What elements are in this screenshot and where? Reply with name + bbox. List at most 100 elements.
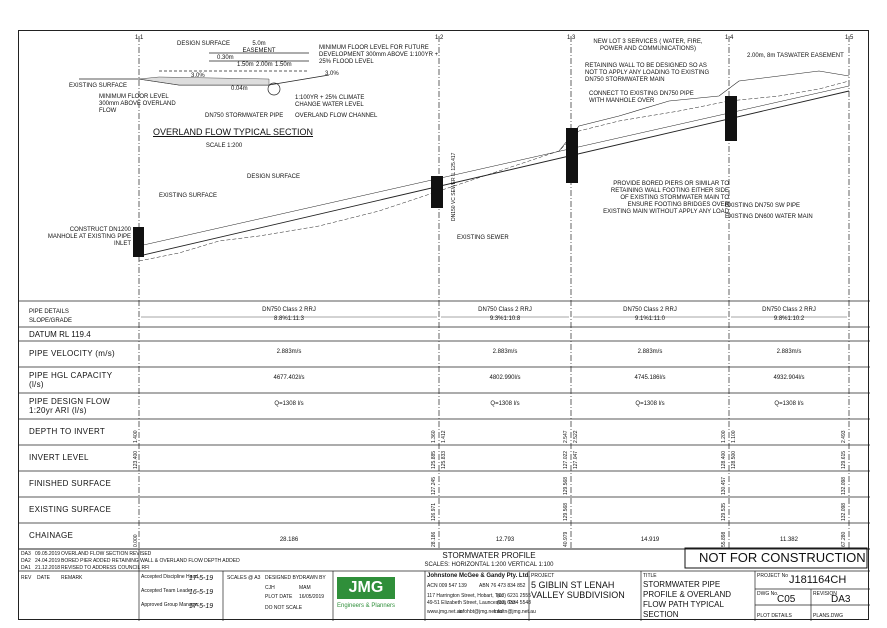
section-dim-c: 1.50m (275, 62, 292, 68)
drawn-by-label: DRAWN BY (299, 575, 326, 581)
station-finished: 132.098 (841, 476, 847, 495)
existing-sewer-note: EXISTING SEWER (457, 235, 509, 241)
segment-capacity: 4802.990l/s (489, 375, 521, 381)
signature-date-1: 17-5-19 (189, 575, 214, 582)
station-existing: 132.098 (841, 502, 847, 521)
drafter: MAM (299, 585, 311, 591)
revision-label: REVISION (813, 591, 837, 597)
company-name: Johnstone McGee & Gandy Pty. Ltd. (427, 573, 530, 579)
row-label-invert: INVERT LEVEL (29, 453, 89, 462)
revision-id: DA1 (21, 565, 31, 571)
segment-grade: 8.8%1:11.3 (274, 316, 304, 322)
remark-header: REMARK (61, 575, 83, 581)
plans-dwg: PLANS.DWG (813, 613, 844, 619)
section-grade-left: 3.0% (191, 73, 205, 79)
plot-details: PLOT DETAILS (757, 613, 792, 619)
retaining-wall-note: RETAINING WALL TO BE DESIGNED SO AS NOT … (585, 63, 710, 83)
section-design-surface: DESIGN SURFACE (177, 41, 231, 47)
revision-id: DA3 (21, 551, 31, 557)
project-no-label: PROJECT No (757, 573, 789, 579)
plot-date: 16/05/2019 (299, 594, 325, 600)
section-dim-b: 2.00m (256, 62, 273, 68)
segment-capacity: 4745.186l/s (634, 375, 666, 381)
project-label: PROJECT (531, 573, 555, 579)
rev-header: REV (21, 575, 32, 581)
station-invert: 127.047 (573, 450, 579, 469)
new-lot3-note: NEW LOT 3 SERVICES ( WATER, FIRE, POWER … (593, 39, 703, 52)
row-label-chainage: CHAINAGE (29, 531, 74, 540)
segment-grade: 9.3%1:10.8 (489, 316, 521, 322)
title-label: TITLE (643, 573, 657, 579)
project-name: 5 GIBLIN ST LENAH VALLEY SUBDIVISION (531, 580, 625, 600)
segment-length: 14.919 (640, 537, 660, 543)
phone-2: (03) 6334 5548 (497, 600, 531, 606)
address-1: 117 Harrington Street, Hobart, Tas (427, 593, 503, 599)
segment-grade: 9.8%1:10.2 (773, 316, 805, 322)
segment-capacity: 4677.402l/s (273, 375, 305, 381)
station-chainage: 55.898 (721, 531, 727, 547)
station-chainage: 28.186 (431, 531, 437, 547)
section-min-floor-future: MINIMUM FLOOR LEVEL FOR FUTURE DEVELOPME… (319, 45, 439, 65)
row-label-finished: FINISHED SURFACE (29, 479, 112, 488)
station-existing: 126.971 (431, 502, 437, 521)
section-min-floor: MINIMUM FLOOR LEVEL 300mm ABOVE OVERLAND… (99, 94, 176, 114)
do-not-scale: DO NOT SCALE (265, 605, 303, 611)
station-invert: 125.885 (431, 450, 437, 469)
station-invert: 125.833 (441, 450, 447, 469)
revision-date: 09.05.2019 (35, 551, 61, 557)
section-title: OVERLAND FLOW TYPICAL SECTION (153, 127, 314, 137)
station-depth: 1.412 (441, 430, 447, 443)
station-depth: 2.547 (563, 430, 569, 443)
abn: ABN 76 473 834 852 (479, 583, 526, 589)
segment-flow: Q=1308 l/s (635, 401, 665, 407)
segment-velocity: 2.883m/s (276, 349, 302, 355)
row-label-existing: EXISTING SURFACE (29, 505, 112, 514)
segment-length: 12.793 (495, 537, 515, 543)
revision: DA3 (831, 594, 851, 605)
station-finished: 130.457 (721, 476, 727, 495)
segment-velocity: 2.883m/s (492, 349, 518, 355)
revision-id: DA2 (21, 558, 31, 564)
designer: CJH (265, 585, 275, 591)
email-1: infohbt@jmg.net.au (459, 609, 503, 615)
station-depth: 1.200 (721, 430, 727, 443)
drawing-scales: SCALES: HORIZONTAL 1:200 VERTICAL 1:100 (424, 562, 554, 568)
sewer-tag: DN150 VC SEWER IL 125.417 (451, 152, 457, 221)
jmg-logo: JMG (337, 577, 395, 599)
plot-date-label: PLOT DATE (265, 594, 293, 600)
section-easement: EASEMENT (242, 48, 276, 54)
revision-date: 21.12.2018 (35, 565, 61, 571)
signature-date-3: 17-5-19 (189, 603, 214, 610)
row-label-velocity: PIPE VELOCITY (m/s) (29, 349, 116, 358)
section-height: 0.30m (217, 55, 234, 61)
date-header: DATE (37, 575, 50, 581)
datum: DATUM RL 119.4 (29, 330, 91, 339)
connect-note: CONNECT TO EXISTING DN750 PIPE WITH MANH… (589, 91, 694, 104)
existing-water-main-note: EXISTING DN600 WATER MAIN (725, 214, 813, 220)
dwg-no-label: DWG No. (757, 591, 779, 597)
station-finished: 127.245 (431, 476, 437, 495)
project-no: J181164CH (789, 574, 847, 586)
segment-length: 28.186 (279, 537, 299, 543)
station-invert: 129.615 (841, 450, 847, 469)
segment-flow: Q=1308 l/s (490, 401, 520, 407)
station-invert: 128.400 (721, 450, 727, 469)
revision-remark: BORED PIER ADDED RETAINING WALL & OVERLA… (61, 558, 240, 564)
station-finished: 129.568 (563, 476, 569, 495)
segment-velocity: 2.883m/s (637, 349, 663, 355)
segment-pipe: DN750 Class 2 RRJ (762, 307, 816, 313)
chainage-mark: 1.5 (845, 35, 854, 41)
section-scale: SCALE 1:200 (205, 143, 243, 149)
segment-pipe: DN750 Class 2 RRJ (478, 307, 532, 313)
station-depth: 1.100 (731, 430, 737, 443)
station-existing: 129.568 (563, 502, 569, 521)
segment-velocity: 2.883m/s (776, 349, 802, 355)
signature-date-2: 16-5-19 (189, 589, 214, 596)
segment-length: 11.382 (780, 537, 798, 543)
station-invert: 128.500 (731, 450, 737, 469)
row-label-capacity: PIPE HGL CAPACITY (l/s) (29, 371, 113, 389)
chainage-mark: 1.3 (567, 35, 576, 41)
bored-piers-note: PROVIDE BORED PIERS OR SIMILAR TO RETAIN… (603, 181, 729, 215)
station-depth: 1.400 (133, 430, 139, 443)
